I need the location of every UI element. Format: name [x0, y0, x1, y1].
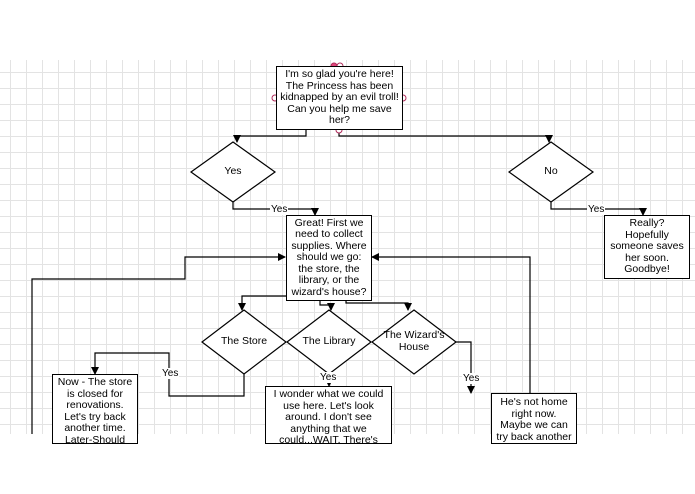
diamond-wizard[interactable] [371, 309, 457, 375]
node-goodbye-text: Really? Hopefully someone saves her soon… [610, 217, 684, 276]
edge-supplies-wizard[interactable] [345, 300, 412, 311]
edge-label-wizard-away: Yes [462, 373, 481, 384]
node-library-text[interactable]: I wonder what we could use here. Let's l… [265, 386, 392, 444]
edge-wizard-away[interactable] [456, 341, 475, 394]
node-library-text-text: I wonder what we could use here. Let's l… [273, 388, 384, 444]
node-supplies-text: Great! First we need to collect supplies… [291, 216, 367, 298]
diamond-no-label: No [544, 165, 558, 177]
edge-return-right[interactable] [371, 253, 531, 434]
edge-label-no-goodbye: Yes [587, 204, 606, 215]
node-start-text: I'm so glad you're here! The Princess ha… [280, 68, 399, 127]
edge-start-no[interactable] [338, 130, 553, 143]
edge-supplies-library[interactable] [319, 300, 335, 311]
edge-label-store-closed: Yes [161, 368, 180, 379]
node-supplies[interactable]: Great! First we need to collect supplies… [286, 215, 372, 301]
edge-start-yes[interactable] [233, 130, 307, 143]
node-wizard-away[interactable]: He's not home right now. Maybe we can tr… [491, 393, 577, 444]
diamond-library-label: The Library [302, 335, 356, 347]
edge-label-yes-supplies: Yes [270, 204, 289, 215]
diamond-wizard-label: The Wizard's House [383, 329, 445, 353]
node-start[interactable]: I'm so glad you're here! The Princess ha… [276, 66, 403, 130]
diamond-store-label: The Store [220, 335, 268, 347]
node-goodbye[interactable]: Really? Hopefully someone saves her soon… [604, 215, 690, 279]
node-wizard-away-text: He's not home right now. Maybe we can tr… [496, 396, 572, 443]
edge-return-left[interactable] [31, 253, 286, 434]
node-store-closed[interactable]: Now - The store is closed for renovation… [52, 374, 138, 444]
node-store-closed-text: Now - The store is closed for renovation… [57, 376, 133, 444]
diamond-yes-label: Yes [224, 165, 242, 177]
edge-label-library-text: Yes [319, 372, 338, 383]
